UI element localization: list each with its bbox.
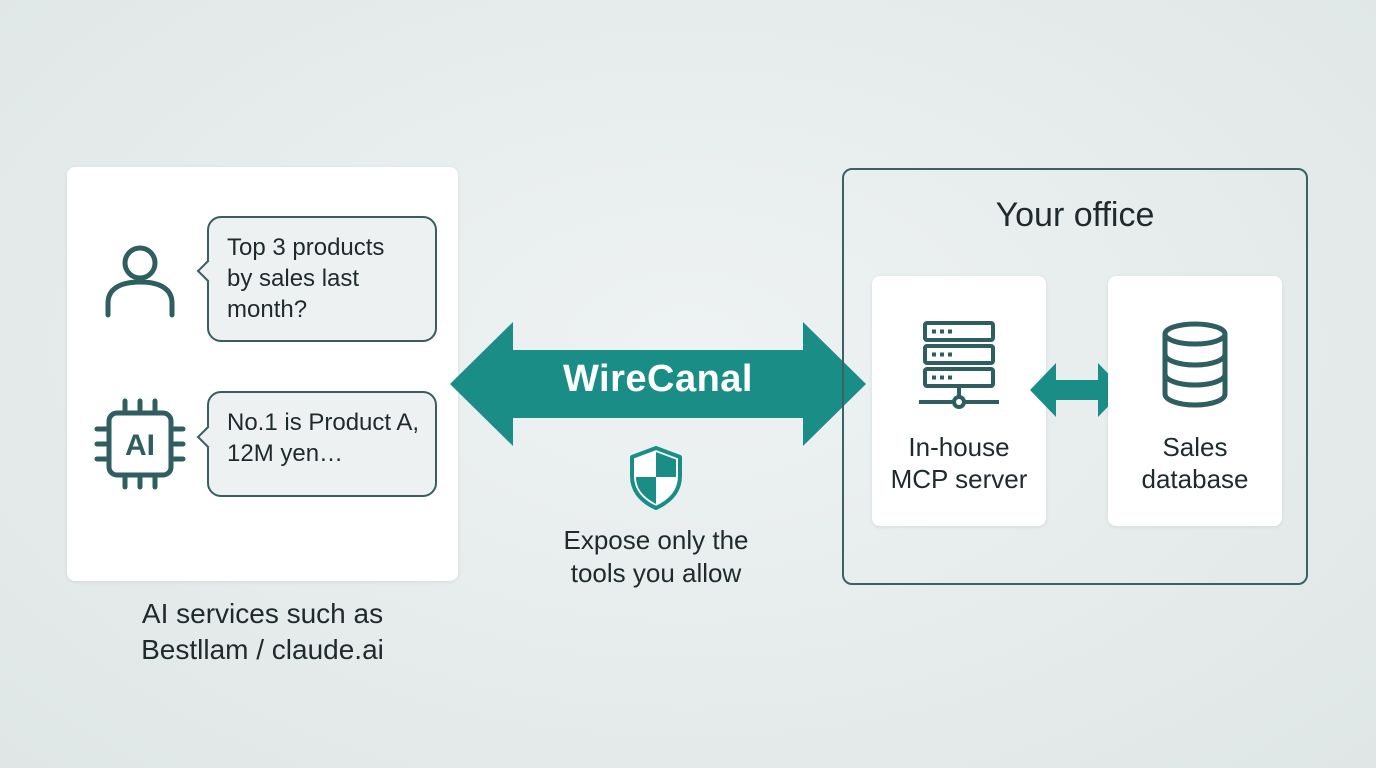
ai-services-caption: AI services such as Bestllam / claude.ai xyxy=(67,596,458,668)
database-icon xyxy=(1162,321,1228,408)
server-icon xyxy=(919,321,999,409)
sales-database-label: Sales database xyxy=(1141,432,1249,494)
ai-services-caption-line2: Bestllam / claude.ai xyxy=(141,634,384,665)
user-message-text: Top 3 products by sales last month? xyxy=(227,234,385,323)
ai-chip-icon: AI xyxy=(94,398,186,490)
wirecanal-double-arrow xyxy=(450,322,866,446)
ai-services-caption-line1: AI services such as xyxy=(141,598,384,629)
ai-message-bubble: No.1 is Product A, 12M yen… xyxy=(196,391,437,497)
office-boundary xyxy=(842,168,1308,585)
mcp-server-box: In-house MCP server xyxy=(872,276,1046,526)
office-title: Your office xyxy=(995,196,1155,234)
wirecanal-label: WireCanal xyxy=(563,358,753,400)
ai-chip-label: AI xyxy=(125,429,155,462)
server-database-arrow xyxy=(1030,363,1124,417)
mcp-server-label: In-house MCP server xyxy=(890,432,1028,494)
security-caption: Expose only the tools you allow xyxy=(563,525,749,588)
user-message-bubble: Top 3 products by sales last month? xyxy=(196,216,437,342)
ai-services-panel: Top 3 products by sales last month? AI xyxy=(67,167,458,581)
ai-message-text: No.1 is Product A, 12M yen… xyxy=(227,409,420,467)
sales-database-box: Sales database xyxy=(1108,276,1282,526)
shield-icon xyxy=(630,446,682,510)
user-icon xyxy=(105,245,175,318)
